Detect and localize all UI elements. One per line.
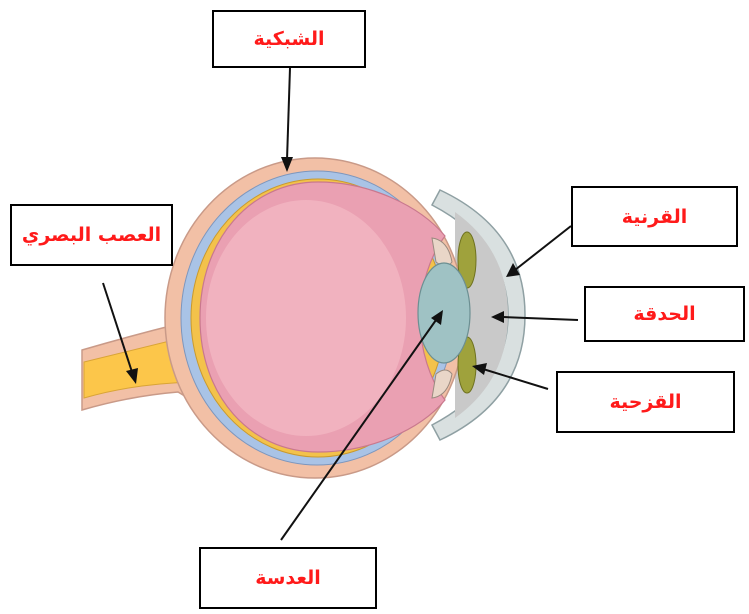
lens-label: العدسة: [199, 547, 377, 609]
optic-nerve-label-text: العصب البصري: [22, 224, 161, 246]
lens-label-text: العدسة: [255, 567, 321, 589]
iris-label-text: القزحية: [609, 391, 681, 413]
retina-label: الشبكية: [212, 10, 366, 68]
optic-nerve-label: العصب البصري: [10, 204, 173, 266]
lens: [418, 263, 470, 363]
vitreous-highlight: [206, 200, 406, 436]
cornea-label: القرنية: [571, 186, 738, 247]
retina-label-text: الشبكية: [253, 28, 324, 50]
retina-pointer-line: [287, 68, 290, 160]
cornea-pointer-line: [515, 226, 571, 270]
iris-label: القزحية: [556, 371, 735, 433]
pupil-label: الحدقة: [584, 286, 745, 342]
cornea-label-text: القرنية: [622, 206, 688, 228]
pupil-label-text: الحدقة: [633, 303, 695, 325]
